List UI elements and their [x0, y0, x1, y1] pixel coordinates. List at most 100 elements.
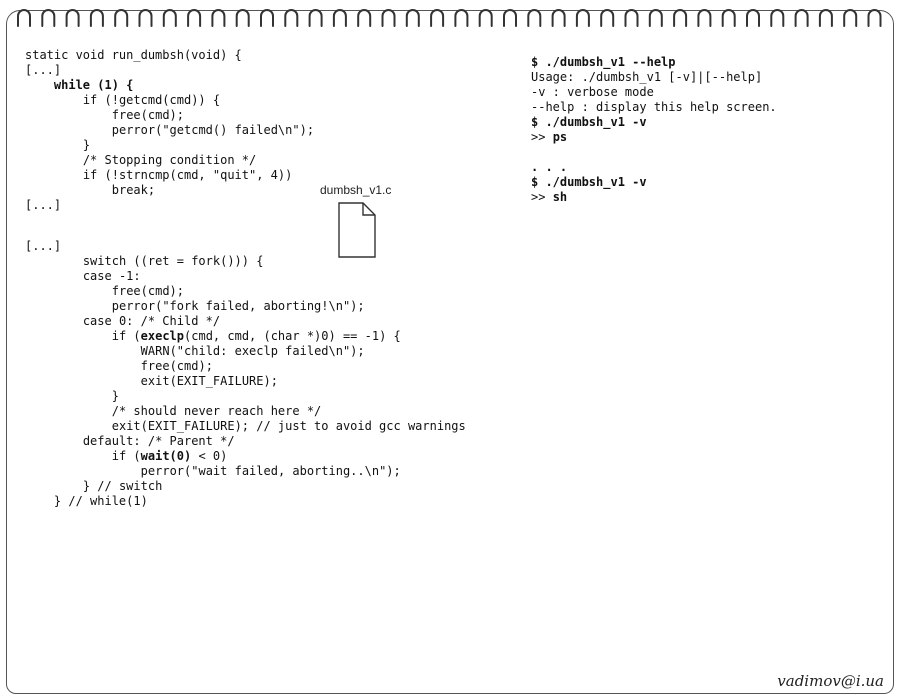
- spiral-ring: [673, 9, 688, 27]
- code-line-text: exit(EXIT_FAILURE); // just to avoid gcc…: [111, 419, 466, 433]
- spiral-ring: [260, 9, 274, 27]
- spiral-ring: [430, 9, 445, 27]
- spiral-ring: [697, 9, 712, 27]
- terminal-line: >> sh: [531, 190, 777, 205]
- terminal-line-text: sh: [552, 190, 568, 204]
- terminal-line-text: --help : display this help screen.: [531, 100, 777, 114]
- terminal-line: -v : verbose mode: [531, 85, 777, 100]
- terminal-line-text: $ ./dumbsh_v1 --help: [531, 55, 676, 69]
- code-line: switch ((ret = fork())) {: [25, 254, 466, 269]
- code-line-text: perror("wait failed, aborting..\n");: [140, 464, 401, 478]
- code-line-text: [...]: [25, 63, 62, 77]
- terminal-line-text: ps: [552, 130, 568, 144]
- code-line: case -1:: [25, 269, 466, 284]
- terminal-line: --help : display this help screen.: [531, 100, 777, 115]
- file-icon: [338, 202, 376, 258]
- code-line: [...]: [25, 63, 314, 78]
- spiral-ring: [65, 9, 80, 27]
- spiral-ring: [138, 9, 153, 27]
- spiral-ring: [381, 9, 396, 27]
- terminal-line: >> ps: [531, 130, 777, 145]
- file-name-label: dumbsh_v1.c: [320, 183, 392, 197]
- code-line-text: exit(EXIT_FAILURE);: [140, 374, 278, 388]
- code-block-loop: static void run_dumbsh(void) {[...]while…: [25, 48, 314, 213]
- spiral-ring: [867, 9, 882, 27]
- code-line-text: if (!strncmp(cmd, "quit", 4)): [82, 168, 293, 182]
- code-line-text: if (: [111, 449, 141, 463]
- terminal-line: $ ./dumbsh_v1 --help: [531, 55, 777, 70]
- notebook-sheet: [6, 10, 894, 694]
- spiral-ring: [357, 9, 372, 27]
- spiral-ring: [478, 9, 493, 27]
- code-line-text: < 0): [191, 449, 228, 463]
- spiral-ring: [794, 9, 809, 27]
- terminal-line: $ ./dumbsh_v1 -v: [531, 115, 777, 130]
- spiral-ring: [818, 9, 833, 27]
- code-line: if (execlp(cmd, cmd, (char *)0) == -1) {: [25, 329, 466, 344]
- code-line: if (!strncmp(cmd, "quit", 4)): [25, 168, 314, 183]
- code-line: if (wait(0) < 0): [25, 449, 466, 464]
- code-line-text: wait(0): [140, 449, 192, 463]
- spiral-ring: [211, 9, 226, 27]
- spiral-ring: [454, 9, 469, 27]
- code-line-text: (cmd, cmd, (char *)0) == -1) {: [184, 329, 401, 343]
- code-line: break;: [25, 183, 314, 198]
- code-line: free(cmd);: [25, 359, 466, 374]
- code-line: [...]: [25, 239, 466, 254]
- spiral-ring: [332, 9, 347, 27]
- spiral-ring: [551, 9, 566, 27]
- code-line-text: if (!getcmd(cmd)) {: [82, 93, 221, 107]
- code-line-text: WARN("child: execlp failed\n");: [140, 344, 365, 358]
- code-line: perror("wait failed, aborting..\n");: [25, 464, 466, 479]
- code-line: exit(EXIT_FAILURE);: [25, 374, 466, 389]
- code-line-text: if (: [111, 329, 141, 343]
- terminal-line-text: >>: [531, 130, 553, 144]
- spiral-ring: [235, 9, 250, 27]
- code-line: } // switch: [25, 479, 466, 494]
- code-line: } // while(1): [25, 494, 466, 509]
- code-line: }: [25, 138, 314, 153]
- spiral-binding: [17, 9, 882, 27]
- spiral-ring: [770, 9, 785, 27]
- code-line-text: static void run_dumbsh(void) {: [25, 48, 242, 62]
- code-line: if (!getcmd(cmd)) {: [25, 93, 314, 108]
- spiral-ring: [624, 9, 639, 27]
- spiral-ring: [308, 9, 323, 27]
- code-line-text: [...]: [25, 198, 62, 212]
- code-line: /* should never reach here */: [25, 404, 466, 419]
- code-line: }: [25, 389, 466, 404]
- author-signature: vadimov@i.ua: [777, 672, 884, 690]
- spiral-ring: [284, 9, 299, 27]
- code-line-text: }: [82, 138, 91, 152]
- spiral-ring: [575, 9, 590, 27]
- code-line-text: /* Stopping condition */: [82, 153, 257, 167]
- terminal-line-text: $ ./dumbsh_v1 -v: [531, 175, 647, 189]
- terminal-line: . . .: [531, 160, 777, 175]
- code-line-text: execlp: [140, 329, 185, 343]
- code-line: static void run_dumbsh(void) {: [25, 48, 314, 63]
- terminal-line-text: -v : verbose mode: [531, 85, 654, 99]
- code-line-text: free(cmd);: [140, 359, 213, 373]
- spiral-ring: [843, 9, 858, 27]
- code-line: exit(EXIT_FAILURE); // just to avoid gcc…: [25, 419, 466, 434]
- terminal-line: [531, 145, 777, 160]
- code-line: /* Stopping condition */: [25, 153, 314, 168]
- spiral-ring: [721, 9, 736, 27]
- terminal-line-text: Usage: ./dumbsh_v1 [-v]|[--help]: [531, 70, 763, 84]
- spiral-ring: [17, 9, 31, 27]
- spiral-ring: [89, 9, 104, 27]
- terminal-line-text: . . .: [531, 160, 568, 174]
- spiral-ring: [648, 9, 663, 27]
- code-line: while (1) {: [25, 78, 314, 93]
- code-line-text: free(cmd);: [111, 284, 184, 298]
- code-line-text: perror("getcmd() failed\n");: [111, 123, 315, 137]
- spiral-ring: [187, 9, 202, 27]
- code-line-text: } // switch: [82, 479, 163, 493]
- code-line-text: while (1) {: [53, 78, 134, 92]
- code-line-text: } // while(1): [53, 494, 148, 508]
- code-line: perror("fork failed, aborting!\n");: [25, 299, 466, 314]
- code-line-text: perror("fork failed, aborting!\n");: [111, 299, 365, 313]
- code-line: [...]: [25, 198, 314, 213]
- spiral-ring: [405, 9, 420, 27]
